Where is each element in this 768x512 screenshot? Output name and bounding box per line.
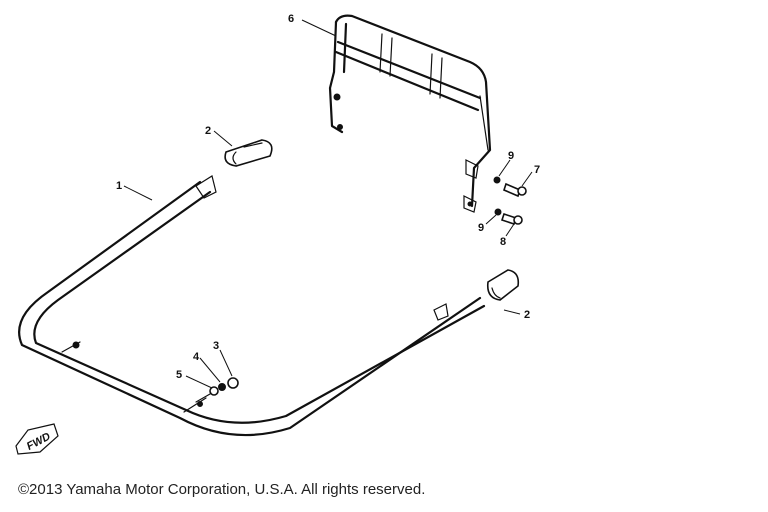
rear-rack bbox=[328, 14, 492, 213]
bumper-loop bbox=[18, 175, 486, 437]
callout-2-lower: 2 bbox=[524, 309, 530, 321]
callout-9-lower: 9 bbox=[478, 222, 484, 234]
copyright-notice: ©2013 Yamaha Motor Corporation, U.S.A. A… bbox=[18, 481, 426, 498]
callout-1: 1 bbox=[116, 180, 122, 192]
callout-7: 7 bbox=[534, 164, 540, 176]
end-cap-upper bbox=[224, 139, 273, 167]
leader-lines bbox=[123, 19, 533, 389]
callouts: 1 2 2 3 4 5 6 7 8 9 9 bbox=[116, 13, 540, 381]
callout-8: 8 bbox=[500, 236, 506, 248]
rack-fasteners bbox=[493, 176, 527, 226]
fwd-label: FWD bbox=[25, 430, 53, 452]
callout-6: 6 bbox=[288, 13, 294, 25]
callout-2-upper: 2 bbox=[205, 125, 211, 137]
callout-4: 4 bbox=[193, 351, 200, 363]
callout-5: 5 bbox=[176, 369, 182, 381]
callout-9-upper: 9 bbox=[508, 150, 514, 162]
fwd-direction-marker: FWD bbox=[15, 423, 59, 455]
fastener-stack-lower bbox=[195, 377, 239, 407]
callout-3: 3 bbox=[213, 340, 219, 352]
end-cap-lower bbox=[486, 269, 520, 301]
